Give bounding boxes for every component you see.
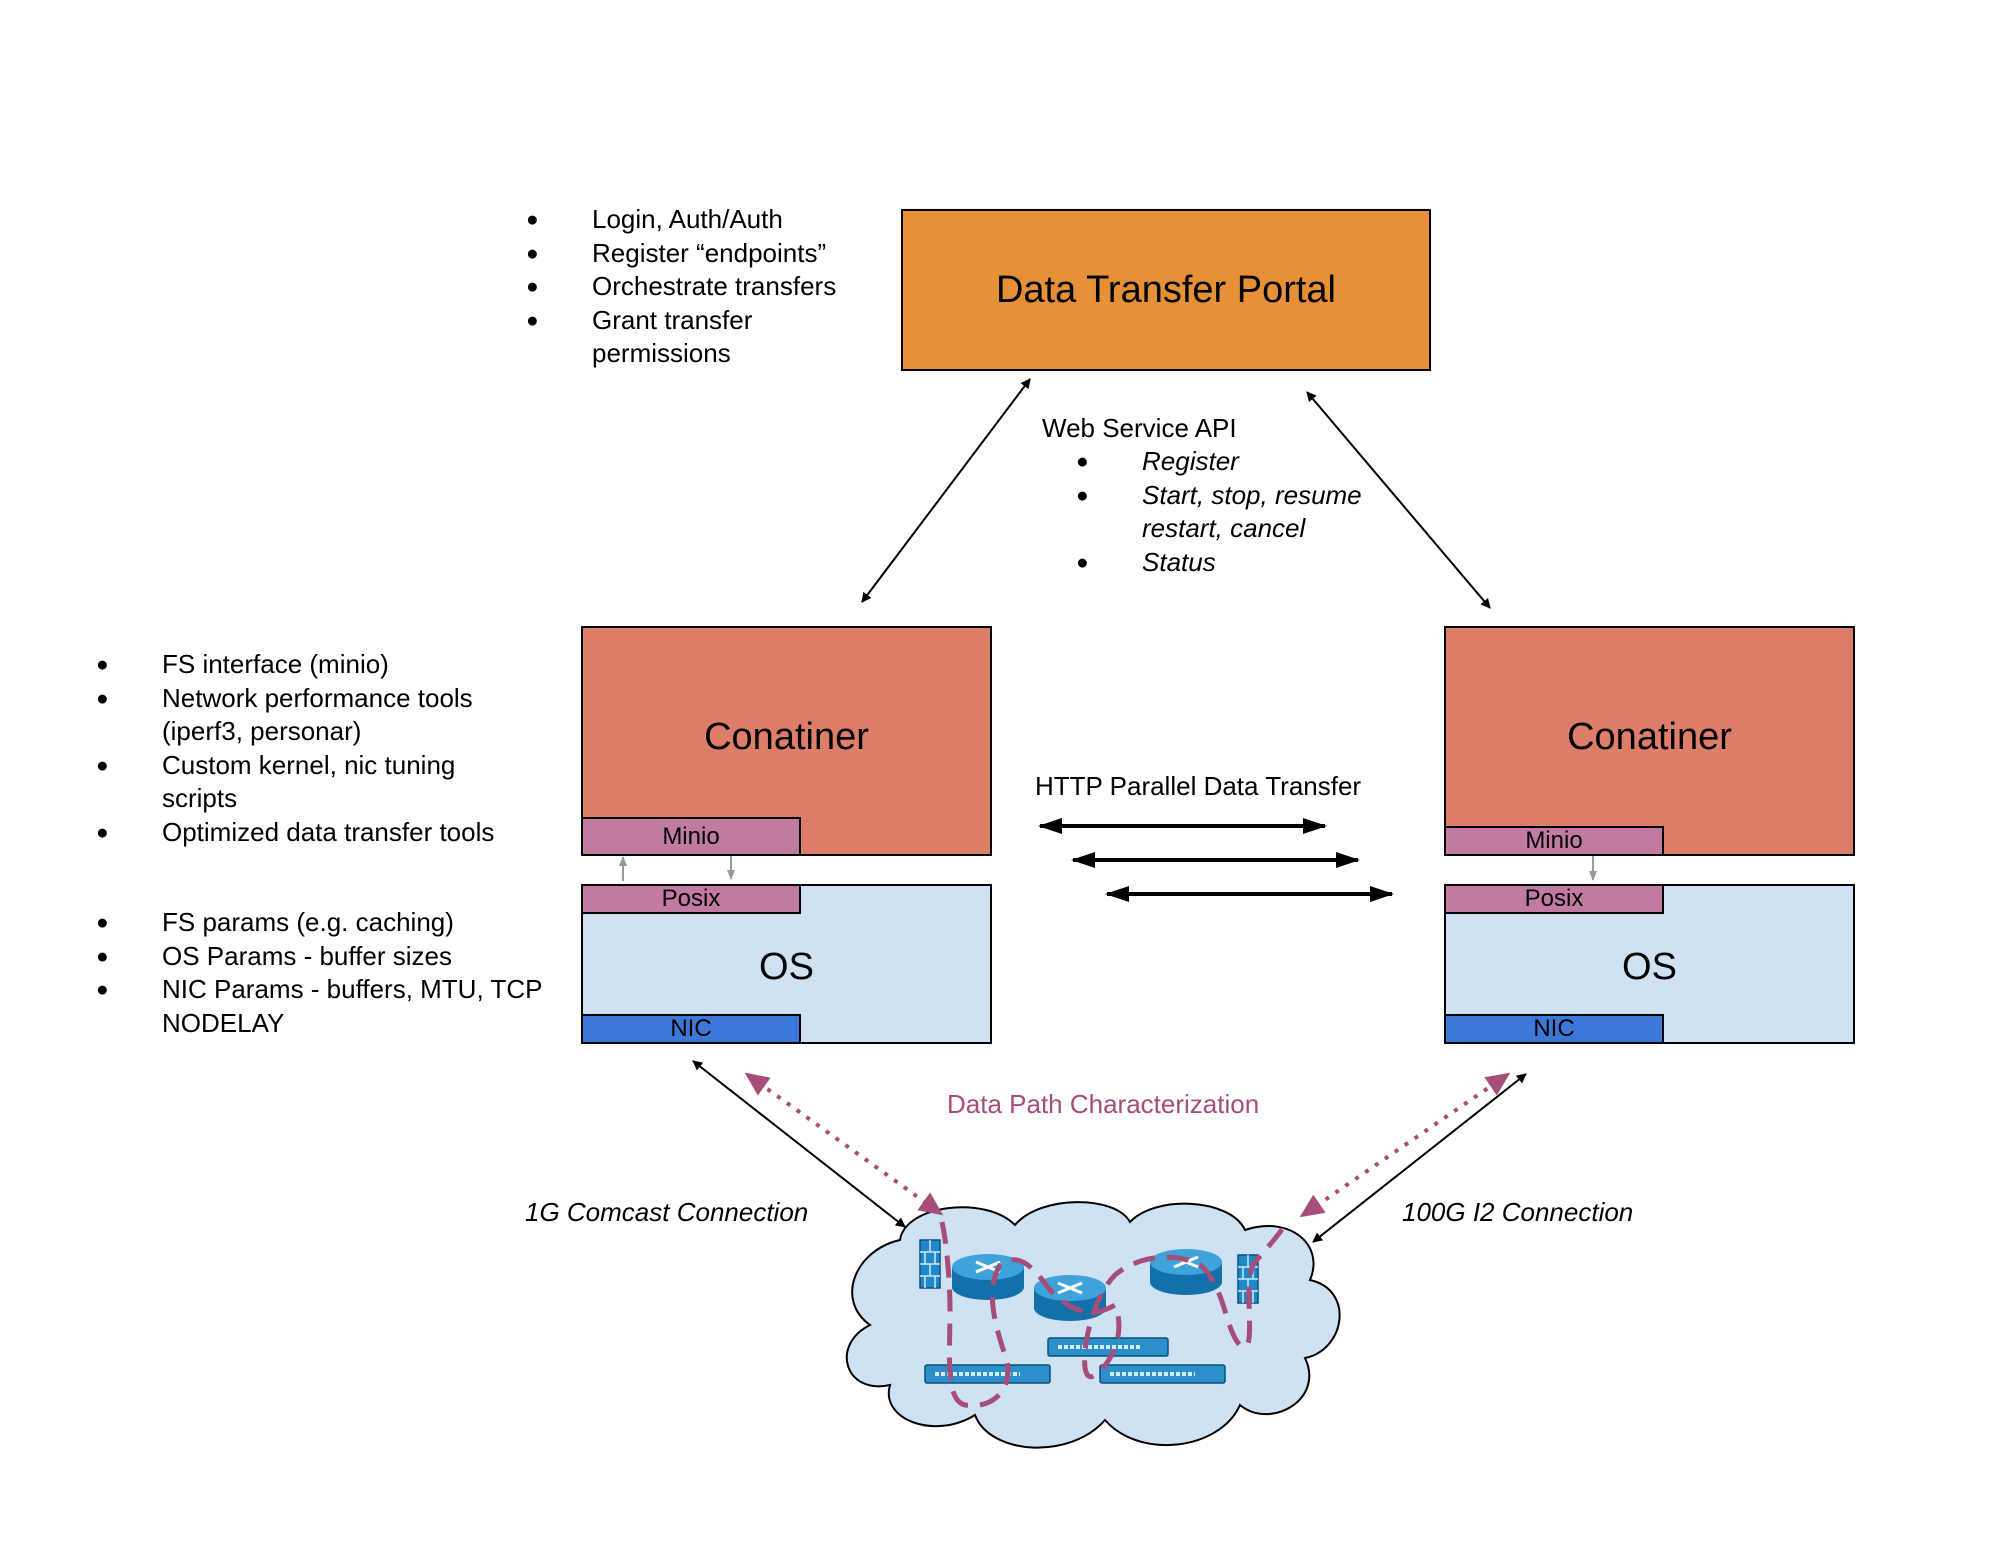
switch-1-icon <box>1047 1337 1169 1357</box>
http-transfer-label: HTTP Parallel Data Transfer <box>1035 771 1362 801</box>
network-cloud <box>845 1201 1341 1449</box>
portal-right-arrow <box>1306 391 1491 609</box>
os-notes: FS params (e.g. caching) OS Params - buf… <box>96 906 542 1040</box>
data-path-label: Data Path Characterization <box>947 1089 1260 1119</box>
portal-bullets: Login, Auth/Auth Register “endpoints” Or… <box>526 203 836 371</box>
api-bullet: Register <box>1076 445 1392 479</box>
left-data-path-arrow <box>744 1072 944 1216</box>
portal-bullet: Register “endpoints” <box>526 237 836 271</box>
container-note: Network performance tools (iperf3, perso… <box>96 682 522 749</box>
container-note: Custom kernel, nic tuning scripts <box>96 749 502 816</box>
switch-3-icon <box>1099 1364 1226 1384</box>
left-connection-label: 1G Comcast Connection <box>525 1197 809 1227</box>
api-bullet: Status <box>1076 546 1392 580</box>
left-container-label: Conatiner <box>704 716 869 758</box>
switch-2-icon <box>924 1364 1051 1384</box>
portal-bullet: Login, Auth/Auth <box>526 203 836 237</box>
right-posix-box: Posix <box>1444 884 1664 914</box>
portal-left-arrow <box>861 378 1031 603</box>
right-nic-label: NIC <box>1533 1015 1575 1042</box>
router-1-icon <box>952 1254 1024 1300</box>
right-container-box: Conatiner <box>1444 626 1855 856</box>
os-note: FS params (e.g. caching) <box>96 906 542 940</box>
left-nic-box: NIC <box>581 1014 801 1044</box>
data-path-route <box>939 1221 1288 1408</box>
right-connection-label: 100G I2 Connection <box>1402 1197 1634 1227</box>
portal-title: Data Transfer Portal <box>995 268 1337 311</box>
router-3-icon <box>1150 1249 1222 1295</box>
right-minio-box: Minio <box>1444 826 1664 856</box>
left-posix-label: Posix <box>661 885 721 912</box>
left-nic-label: NIC <box>670 1015 712 1042</box>
left-minio-label: Minio <box>662 822 720 850</box>
portal-bullet: Orchestrate transfers <box>526 270 836 304</box>
right-data-path-arrow <box>1299 1072 1511 1218</box>
api-bullets: Register Start, stop, resume restart, ca… <box>1076 445 1392 579</box>
firewall-left-icon <box>919 1239 941 1289</box>
left-posix-box: Posix <box>581 884 801 914</box>
right-nic-box: NIC <box>1444 1014 1664 1044</box>
portal-bullet: Grant transfer permissions <box>526 304 822 371</box>
os-note: OS Params - buffer sizes <box>96 940 542 974</box>
right-minio-label: Minio <box>1525 827 1583 854</box>
api-bullet: Start, stop, resume restart, cancel <box>1076 479 1392 546</box>
data-transfer-portal-box: Data Transfer Portal <box>901 209 1431 371</box>
left-minio-box: Minio <box>581 817 801 856</box>
right-container-label: Conatiner <box>1567 716 1732 758</box>
right-posix-label: Posix <box>1524 885 1584 912</box>
left-os-label: OS <box>759 946 814 988</box>
container-notes: FS interface (minio) Network performance… <box>96 648 522 849</box>
os-note: NIC Params - buffers, MTU, TCP NODELAY <box>96 973 542 1040</box>
api-title: Web Service API <box>1042 413 1237 443</box>
container-note: FS interface (minio) <box>96 648 522 682</box>
container-note: Optimized data transfer tools <box>96 816 522 850</box>
right-os-label: OS <box>1622 946 1677 988</box>
